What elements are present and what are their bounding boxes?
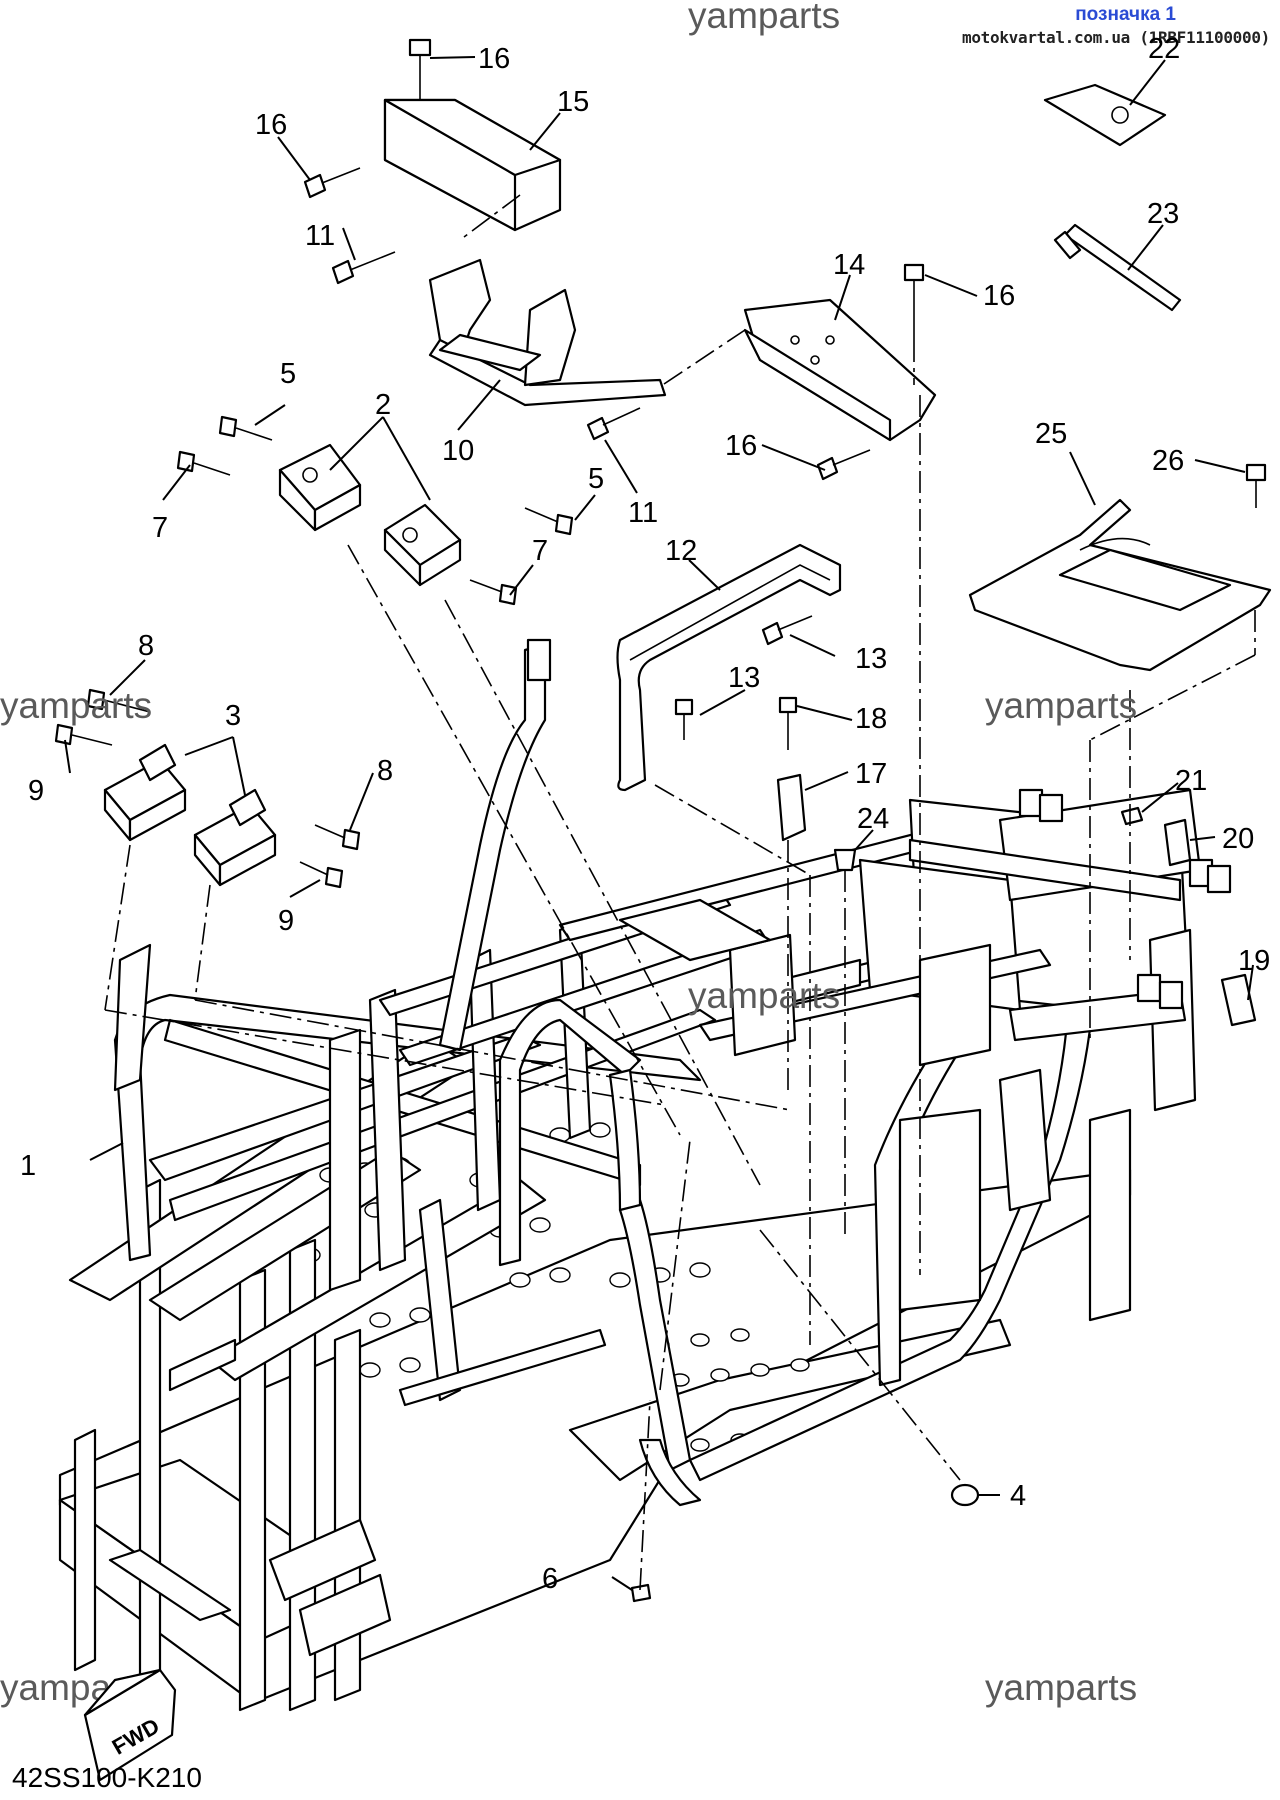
callout-8a: 8 [138, 630, 154, 662]
plate-15 [383, 98, 562, 232]
callout-23: 23 [1147, 198, 1179, 230]
watermark-right: yamparts [985, 685, 1137, 726]
callout-13b: 13 [728, 662, 760, 694]
bookmark-badge[interactable]: позначка 1 [1075, 4, 1176, 25]
plate-14 [743, 298, 937, 442]
watermarks: yamparts yamparts yamparts yamparts yamp… [0, 0, 1137, 1708]
callout-11a: 11 [305, 220, 335, 252]
callout-4: 4 [1010, 1480, 1026, 1512]
callout-22: 22 [1148, 33, 1180, 65]
watermark-top: yamparts [688, 0, 840, 36]
watermark-center: yamparts [688, 975, 840, 1016]
fwd-arrow-icon: FWD [83, 1668, 177, 1782]
watermark-bottom-right: yamparts [985, 1667, 1137, 1708]
callout-11b: 11 [628, 497, 658, 529]
callout-5b: 5 [588, 463, 604, 495]
callout-20: 20 [1222, 823, 1254, 855]
callout-6: 6 [542, 1563, 558, 1595]
callout-16a: 16 [478, 43, 510, 75]
engine-mount-upper-2 [278, 443, 462, 587]
engine-mount-lower-3 [103, 743, 277, 887]
bracket-10 [428, 258, 667, 407]
callout-5a: 5 [280, 358, 296, 390]
callout-25: 25 [1035, 418, 1067, 450]
callout-12: 12 [665, 535, 697, 567]
callout-26: 26 [1152, 445, 1184, 477]
frame-assembly [58, 638, 1232, 1712]
callout-16b: 16 [255, 109, 287, 141]
callout-18: 18 [855, 703, 887, 735]
fastener-parts [54, 38, 1267, 1603]
callout-14: 14 [833, 249, 865, 281]
diagram-code: 42SS100-K210 [12, 1762, 202, 1793]
assembly-lines [104, 85, 1256, 1591]
guard-12 [616, 543, 842, 792]
callout-9a: 9 [28, 775, 44, 807]
callout-9b: 9 [278, 905, 294, 937]
callout-7a: 7 [152, 512, 168, 544]
callout-19: 19 [1238, 945, 1270, 977]
callout-2: 2 [375, 389, 391, 421]
callout-16d: 16 [725, 430, 757, 462]
leader-lines [64, 56, 1254, 1591]
callout-17: 17 [855, 758, 887, 790]
callout-24: 24 [857, 803, 889, 835]
callout-15: 15 [557, 86, 589, 118]
callout-13a: 13 [855, 643, 887, 675]
callout-21: 21 [1175, 765, 1207, 797]
callout-3: 3 [225, 700, 241, 732]
callout-7b: 7 [532, 535, 548, 567]
site-reference: motokvartal.com.ua (1RBF11100000) [962, 28, 1270, 47]
watermark-left: yamparts [0, 685, 152, 726]
callout-10: 10 [442, 435, 474, 467]
callout-8b: 8 [377, 755, 393, 787]
callout-1: 1 [20, 1150, 36, 1182]
plate-25 [968, 498, 1272, 672]
callout-numbers: 1 2 3 4 5 5 6 7 7 8 8 9 9 10 11 11 12 13… [20, 33, 1270, 1595]
callout-16c: 16 [983, 280, 1015, 312]
